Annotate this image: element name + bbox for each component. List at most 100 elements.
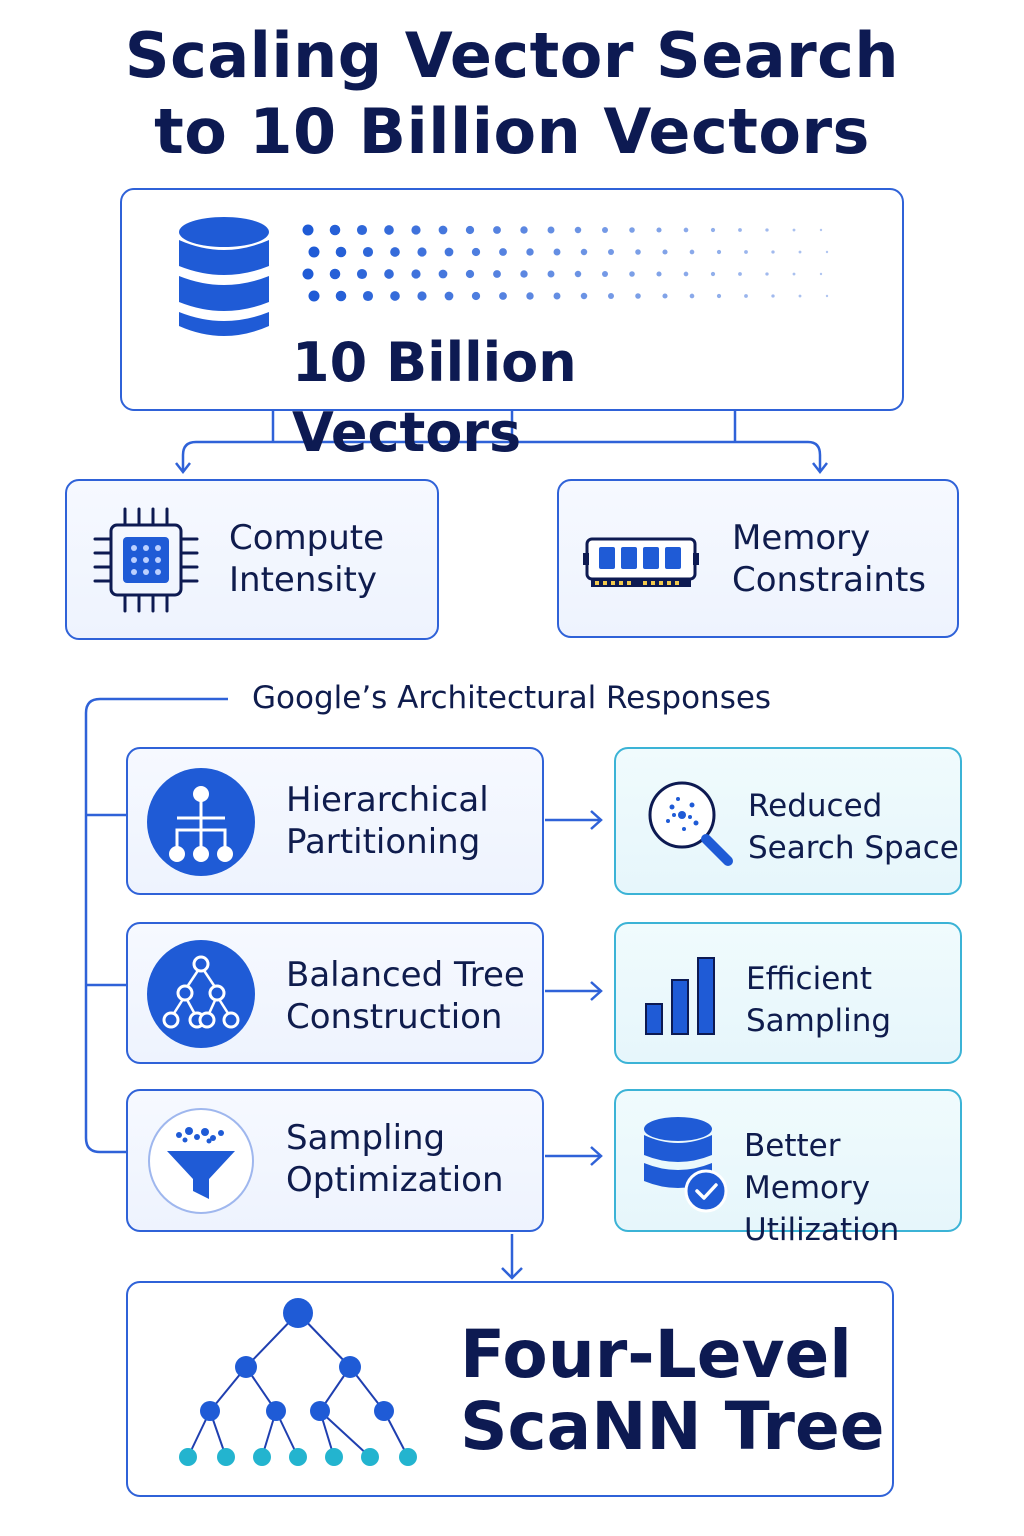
outcome-reduced-search: Reduced Search Space	[614, 747, 962, 895]
vector-dot	[302, 268, 314, 280]
vector-dot	[471, 247, 481, 257]
vector-dot	[417, 247, 427, 257]
vector-dot	[629, 271, 635, 277]
vector-dot	[438, 225, 448, 235]
vector-dot	[601, 226, 609, 234]
vector-dot	[356, 268, 368, 280]
vector-dot	[683, 271, 689, 277]
vector-dot	[689, 249, 695, 255]
challenge-memory: Memory Constraints	[557, 479, 959, 638]
title-line-2: to 10 Billion Vectors	[154, 95, 870, 168]
challenge-memory-label: Memory Constraints	[732, 518, 926, 600]
vector-dot	[308, 246, 320, 258]
vector-dot	[744, 250, 748, 254]
vector-dot	[738, 228, 742, 232]
vector-dot	[738, 272, 742, 276]
vector-dot	[744, 294, 748, 298]
vector-dot	[825, 294, 829, 298]
magnifier-icon	[648, 781, 733, 866]
source-card: 10 Billion Vectors	[120, 188, 904, 464]
vector-dot	[765, 272, 769, 276]
response-hierarchical-label: Hierarchical Partitioning	[286, 780, 489, 862]
vector-dot	[656, 271, 662, 277]
vector-dot	[689, 293, 695, 299]
vector-dot	[771, 294, 775, 298]
vector-dot	[819, 228, 823, 232]
vector-dot	[798, 250, 802, 254]
funnel-icon	[148, 1108, 254, 1214]
title-line-1: Scaling Vector Search	[124, 19, 900, 92]
vector-dot	[792, 228, 796, 232]
vector-dot	[635, 293, 641, 299]
vector-dot	[683, 227, 689, 233]
vector-dot	[411, 269, 421, 279]
outcome-reduced-search-label: Reduced Search Space	[748, 788, 959, 866]
result-label: Four-Level ScaNN Tree	[460, 1316, 885, 1465]
vector-dot	[798, 294, 802, 298]
vector-dot	[520, 226, 528, 234]
vector-dot	[390, 247, 400, 257]
vector-dot	[553, 248, 561, 256]
source-label: 10 Billion Vectors	[292, 331, 577, 464]
outcome-better-memory: Better Memory Utilization	[614, 1089, 962, 1248]
outcome-efficient-sampling: Efficient Sampling	[614, 922, 962, 1064]
vector-dot	[438, 269, 448, 279]
result-card: Four-Level ScaNN Tree	[126, 1281, 894, 1497]
vector-dot	[662, 249, 668, 255]
vector-dot	[819, 272, 823, 276]
vector-dot	[574, 270, 582, 278]
vector-dot	[471, 291, 481, 301]
vector-dot	[710, 271, 716, 277]
vector-dot	[520, 270, 528, 278]
vector-dot	[302, 224, 314, 236]
vector-dot	[771, 250, 775, 254]
vector-dot	[825, 250, 829, 254]
vector-dot	[362, 290, 374, 302]
vector-dot	[499, 292, 507, 300]
vector-dot	[526, 292, 534, 300]
vector-dot	[390, 291, 400, 301]
cpu-chip-icon	[93, 507, 199, 613]
challenge-compute-label: Compute Intensity	[229, 518, 385, 600]
vector-dot	[444, 247, 454, 257]
vector-dot	[308, 290, 320, 302]
challenge-compute: Compute Intensity	[65, 479, 439, 640]
response-hierarchical: Hierarchical Partitioning	[126, 747, 544, 895]
vector-dot	[765, 228, 769, 232]
vector-dot	[356, 224, 368, 236]
response-sampling: Sampling Optimization	[126, 1089, 544, 1232]
vector-dots-graphic	[302, 224, 829, 302]
response-balanced-tree-label: Balanced Tree Construction	[286, 955, 525, 1037]
hierarchy-icon	[147, 768, 255, 876]
scann-tree-icon	[179, 1298, 417, 1466]
vector-dot	[335, 290, 347, 302]
vector-dot	[526, 248, 534, 256]
bar-chart-icon	[645, 957, 715, 1035]
responses-heading: Google’s Architectural Responses	[252, 680, 772, 716]
vector-dot	[499, 248, 507, 256]
vector-dot	[635, 249, 641, 255]
vector-dot	[493, 226, 501, 234]
vector-dot	[547, 226, 555, 234]
outcome-better-memory-label: Better Memory Utilization	[744, 1128, 900, 1248]
vector-dot	[444, 291, 454, 301]
vector-dot	[547, 270, 555, 278]
vector-dot	[710, 227, 716, 233]
vector-dot	[607, 292, 615, 300]
vector-dot	[493, 270, 501, 278]
vector-dot	[465, 269, 475, 279]
vector-dot	[580, 292, 588, 300]
vector-dot	[335, 246, 347, 258]
memory-module-icon	[583, 537, 699, 587]
vector-dot	[329, 268, 341, 280]
vector-dot	[384, 269, 394, 279]
vector-dot	[329, 224, 341, 236]
response-sampling-label: Sampling Optimization	[286, 1118, 504, 1200]
balanced-tree-icon	[147, 940, 255, 1048]
database-icon	[179, 217, 269, 336]
vector-dot	[411, 225, 421, 235]
vector-dot	[656, 227, 662, 233]
response-balanced-tree: Balanced Tree Construction	[126, 922, 544, 1064]
vector-dot	[629, 227, 635, 233]
vector-dot	[553, 292, 561, 300]
